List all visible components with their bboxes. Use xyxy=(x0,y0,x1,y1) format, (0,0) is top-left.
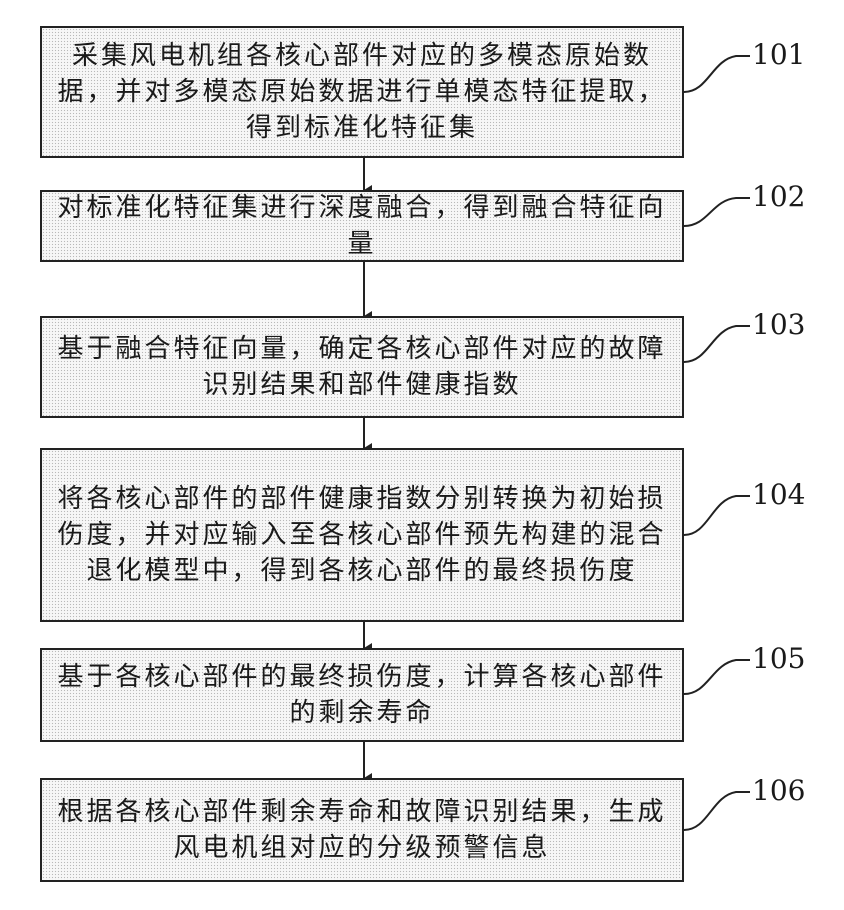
step-label: 102 xyxy=(752,180,805,213)
step-text: 根据各核心部件剩余寿命和故障识别结果，生成风电机组对应的分级预警信息 xyxy=(56,794,668,866)
step-text: 基于融合特征向量，确定各核心部件对应的故障识别结果和部件健康指数 xyxy=(56,331,668,403)
step-text: 将各核心部件的部件健康指数分别转换为初始损伤度，并对应输入至各核心部件预先构建的… xyxy=(56,481,668,589)
step-box-105: 基于各核心部件的最终损伤度，计算各核心部件的剩余寿命 xyxy=(40,648,684,742)
step-box-104: 将各核心部件的部件健康指数分别转换为初始损伤度，并对应输入至各核心部件预先构建的… xyxy=(40,448,684,622)
step-label: 104 xyxy=(752,478,805,511)
step-label: 105 xyxy=(752,642,805,675)
step-box-102: 对标准化特征集进行深度融合，得到融合特征向量 xyxy=(40,190,684,262)
step-text: 采集风电机组各核心部件对应的多模态原始数据，并对多模态原始数据进行单模态特征提取… xyxy=(56,38,668,146)
step-label: 106 xyxy=(752,774,805,807)
step-box-103: 基于融合特征向量，确定各核心部件对应的故障识别结果和部件健康指数 xyxy=(40,316,684,418)
leader-103 xyxy=(684,326,750,362)
step-box-101: 采集风电机组各核心部件对应的多模态原始数据，并对多模态原始数据进行单模态特征提取… xyxy=(40,26,684,158)
step-label: 101 xyxy=(752,38,805,71)
leader-102 xyxy=(684,198,750,226)
step-label: 103 xyxy=(752,308,805,341)
step-text: 基于各核心部件的最终损伤度，计算各核心部件的剩余寿命 xyxy=(56,659,668,731)
step-box-106: 根据各核心部件剩余寿命和故障识别结果，生成风电机组对应的分级预警信息 xyxy=(40,778,684,882)
leader-105 xyxy=(684,660,750,694)
leader-101 xyxy=(684,56,750,92)
step-text: 对标准化特征集进行深度融合，得到融合特征向量 xyxy=(56,190,668,262)
leader-106 xyxy=(684,792,750,830)
leader-104 xyxy=(684,496,750,535)
